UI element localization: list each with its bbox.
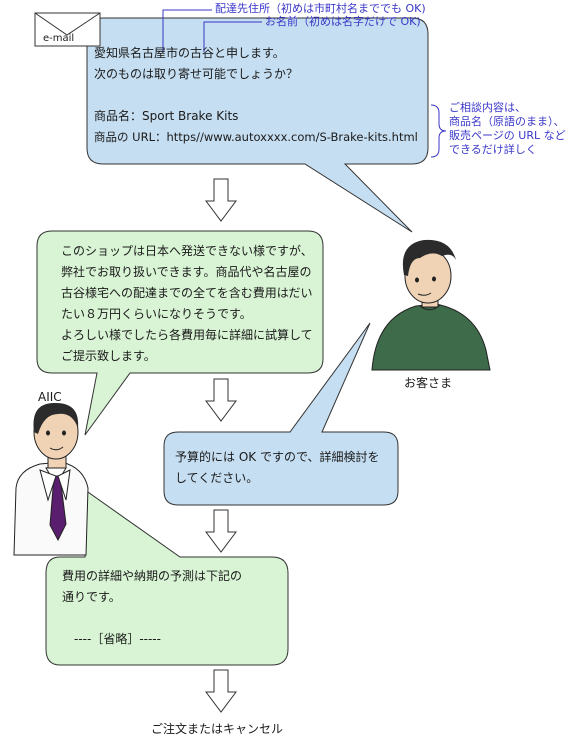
aiic-reply-text: このショップは日本へ発送できない様ですが、 弊社でお取り扱いできます。商品代や名… [61,241,313,367]
down-arrow-icon [205,378,237,422]
bubble-line: よろしい様でしたら各費用毎に詳細に試算して [61,328,313,342]
bubble-line: 通りです。 [62,590,121,604]
consult-annotation-line: できるだけ詳しく [449,143,537,156]
bubble-line: 愛知県名古屋市の古谷と申します。 [94,46,285,60]
bubble-line: してください。 [175,471,259,485]
envelope-icon [34,12,101,47]
address-annotation: 配達先住所（初めは市町村名まででも OK) [215,2,426,15]
final-step-label: ご注文またはキャンセル [151,722,284,736]
bubble-line: ----［省略］----- [62,632,161,646]
consult-annotation-line: 商品名（原語のまま）、 [449,115,565,128]
consult-annotation-line: ご相談内容は、 [449,101,526,114]
bubble-line: 予算的には OK ですので、詳細検討を [175,450,380,464]
aiic-label: AIIC [38,390,62,404]
customer-reply-text: 予算的には OK ですので、詳細検討を してください。 [175,447,379,489]
address-leader-line [162,9,212,52]
bubble-line [62,608,242,629]
aiic-estimate-bubble [45,489,289,666]
bubble-line: ご提示致します。 [61,349,156,363]
bubble-line: 費用の詳細や納期の予測は下記の [62,569,243,583]
aiic-reply-bubble [36,230,324,436]
consult-annotation-line: 販売ページの URL など [449,129,566,142]
bubble-line: 古谷様宅への配達までの全てを含む費用はだい [61,286,313,300]
customer-email-text: 愛知県名古屋市の古谷と申します。 次のものは取り寄せ可能でしょうか？ 商品名：S… [94,43,418,148]
down-arrow-icon [205,509,237,553]
bubble-line: 商品の URL：https//www.autoxxxx.com/S-Brake-… [94,130,418,144]
bubble-line: 次のものは取り寄せ可能でしょうか？ [94,67,299,81]
aiic-staff-person-icon [13,402,89,556]
bubble-line: 商品名：Sport Brake Kits [94,109,239,123]
customer-reply-bubble [163,322,399,506]
bubble-line: このショップは日本へ発送できない様ですが、 [61,244,313,258]
down-arrow-icon [205,669,237,713]
bubble-line: 弊社でお取り扱いできます。商品代や名古屋の [61,265,312,279]
consult-brace [430,104,447,158]
name-leader-line [203,21,262,52]
customer-label: お客さま [404,376,453,390]
customer-person-icon [371,239,491,371]
aiic-estimate-text: 費用の詳細や納期の予測は下記の 通りです。 ----［省略］----- [62,566,242,650]
consult-annotation: ご相談内容は、 商品名（原語のまま）、 販売ページの URL など できるだけ詳… [449,101,566,157]
email-icon-label: e-mail [43,33,75,44]
bubble-line [94,85,418,106]
bubble-line: たい８万円くらいになりそうです。 [61,307,252,321]
name-annotation: お名前（初めは名字だけで OK) [265,15,421,28]
down-arrow-icon [205,178,237,222]
